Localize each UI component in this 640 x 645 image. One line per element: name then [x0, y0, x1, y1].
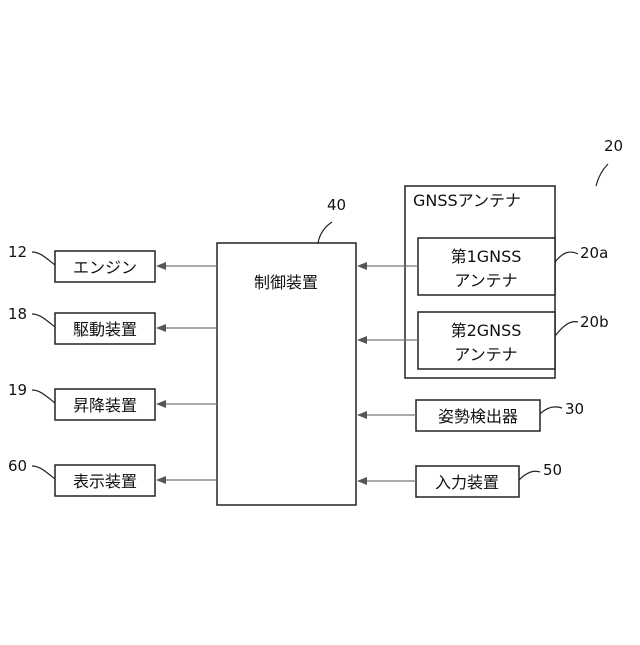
gnss-antenna-label: GNSSアンテナ: [413, 191, 521, 210]
attitude-to-controller-arrowhead: [357, 411, 367, 419]
controller-to-engine-arrowhead: [156, 262, 166, 270]
controller-ref: 40: [327, 196, 346, 214]
input-device-label: 入力装置: [435, 473, 499, 492]
antenna-1-label-line2: アンテナ: [454, 271, 517, 290]
controller-to-drive-arrowhead: [156, 324, 166, 332]
lift-device-ref: 19: [8, 381, 27, 399]
engine-ref: 12: [8, 243, 27, 261]
input-device-leader: [519, 471, 540, 480]
input-device-ref: 50: [543, 461, 562, 479]
attitude-detector-ref: 30: [565, 400, 584, 418]
antenna-2-leader: [555, 322, 578, 336]
drive-device-ref: 18: [8, 305, 27, 323]
antenna-2-label-line2: アンテナ: [454, 345, 517, 364]
input-to-controller-arrowhead: [357, 477, 367, 485]
controller-label: 制御装置: [254, 273, 318, 292]
lift-device-leader: [32, 390, 55, 403]
display-device-label: 表示装置: [73, 472, 137, 491]
attitude-detector-leader: [540, 407, 562, 414]
antenna-1-ref: 20a: [580, 244, 608, 262]
display-device-ref: 60: [8, 457, 27, 475]
engine-label: エンジン: [73, 258, 137, 277]
antenna-2-label-line1: 第2GNSS: [451, 321, 522, 340]
antenna-2-to-controller-arrowhead: [357, 336, 367, 344]
display-device-leader: [32, 466, 55, 479]
controller-to-display-arrowhead: [156, 476, 166, 484]
lift-device-label: 昇降装置: [73, 396, 137, 415]
drive-device-leader: [32, 314, 55, 327]
antenna-1-leader: [555, 252, 578, 262]
antenna-1-to-controller-arrowhead: [357, 262, 367, 270]
gnss-antenna-ref: 20: [604, 137, 623, 155]
attitude-detector-label: 姿勢検出器: [438, 407, 518, 426]
antenna-2-ref: 20b: [580, 313, 609, 331]
drive-device-label: 駆動装置: [73, 320, 137, 339]
engine-leader: [32, 252, 55, 265]
controller-to-lift-arrowhead: [156, 400, 166, 408]
gnss-antenna-leader: [596, 164, 608, 186]
antenna-1-label-line1: 第1GNSS: [451, 247, 522, 266]
controller-leader: [318, 222, 332, 243]
